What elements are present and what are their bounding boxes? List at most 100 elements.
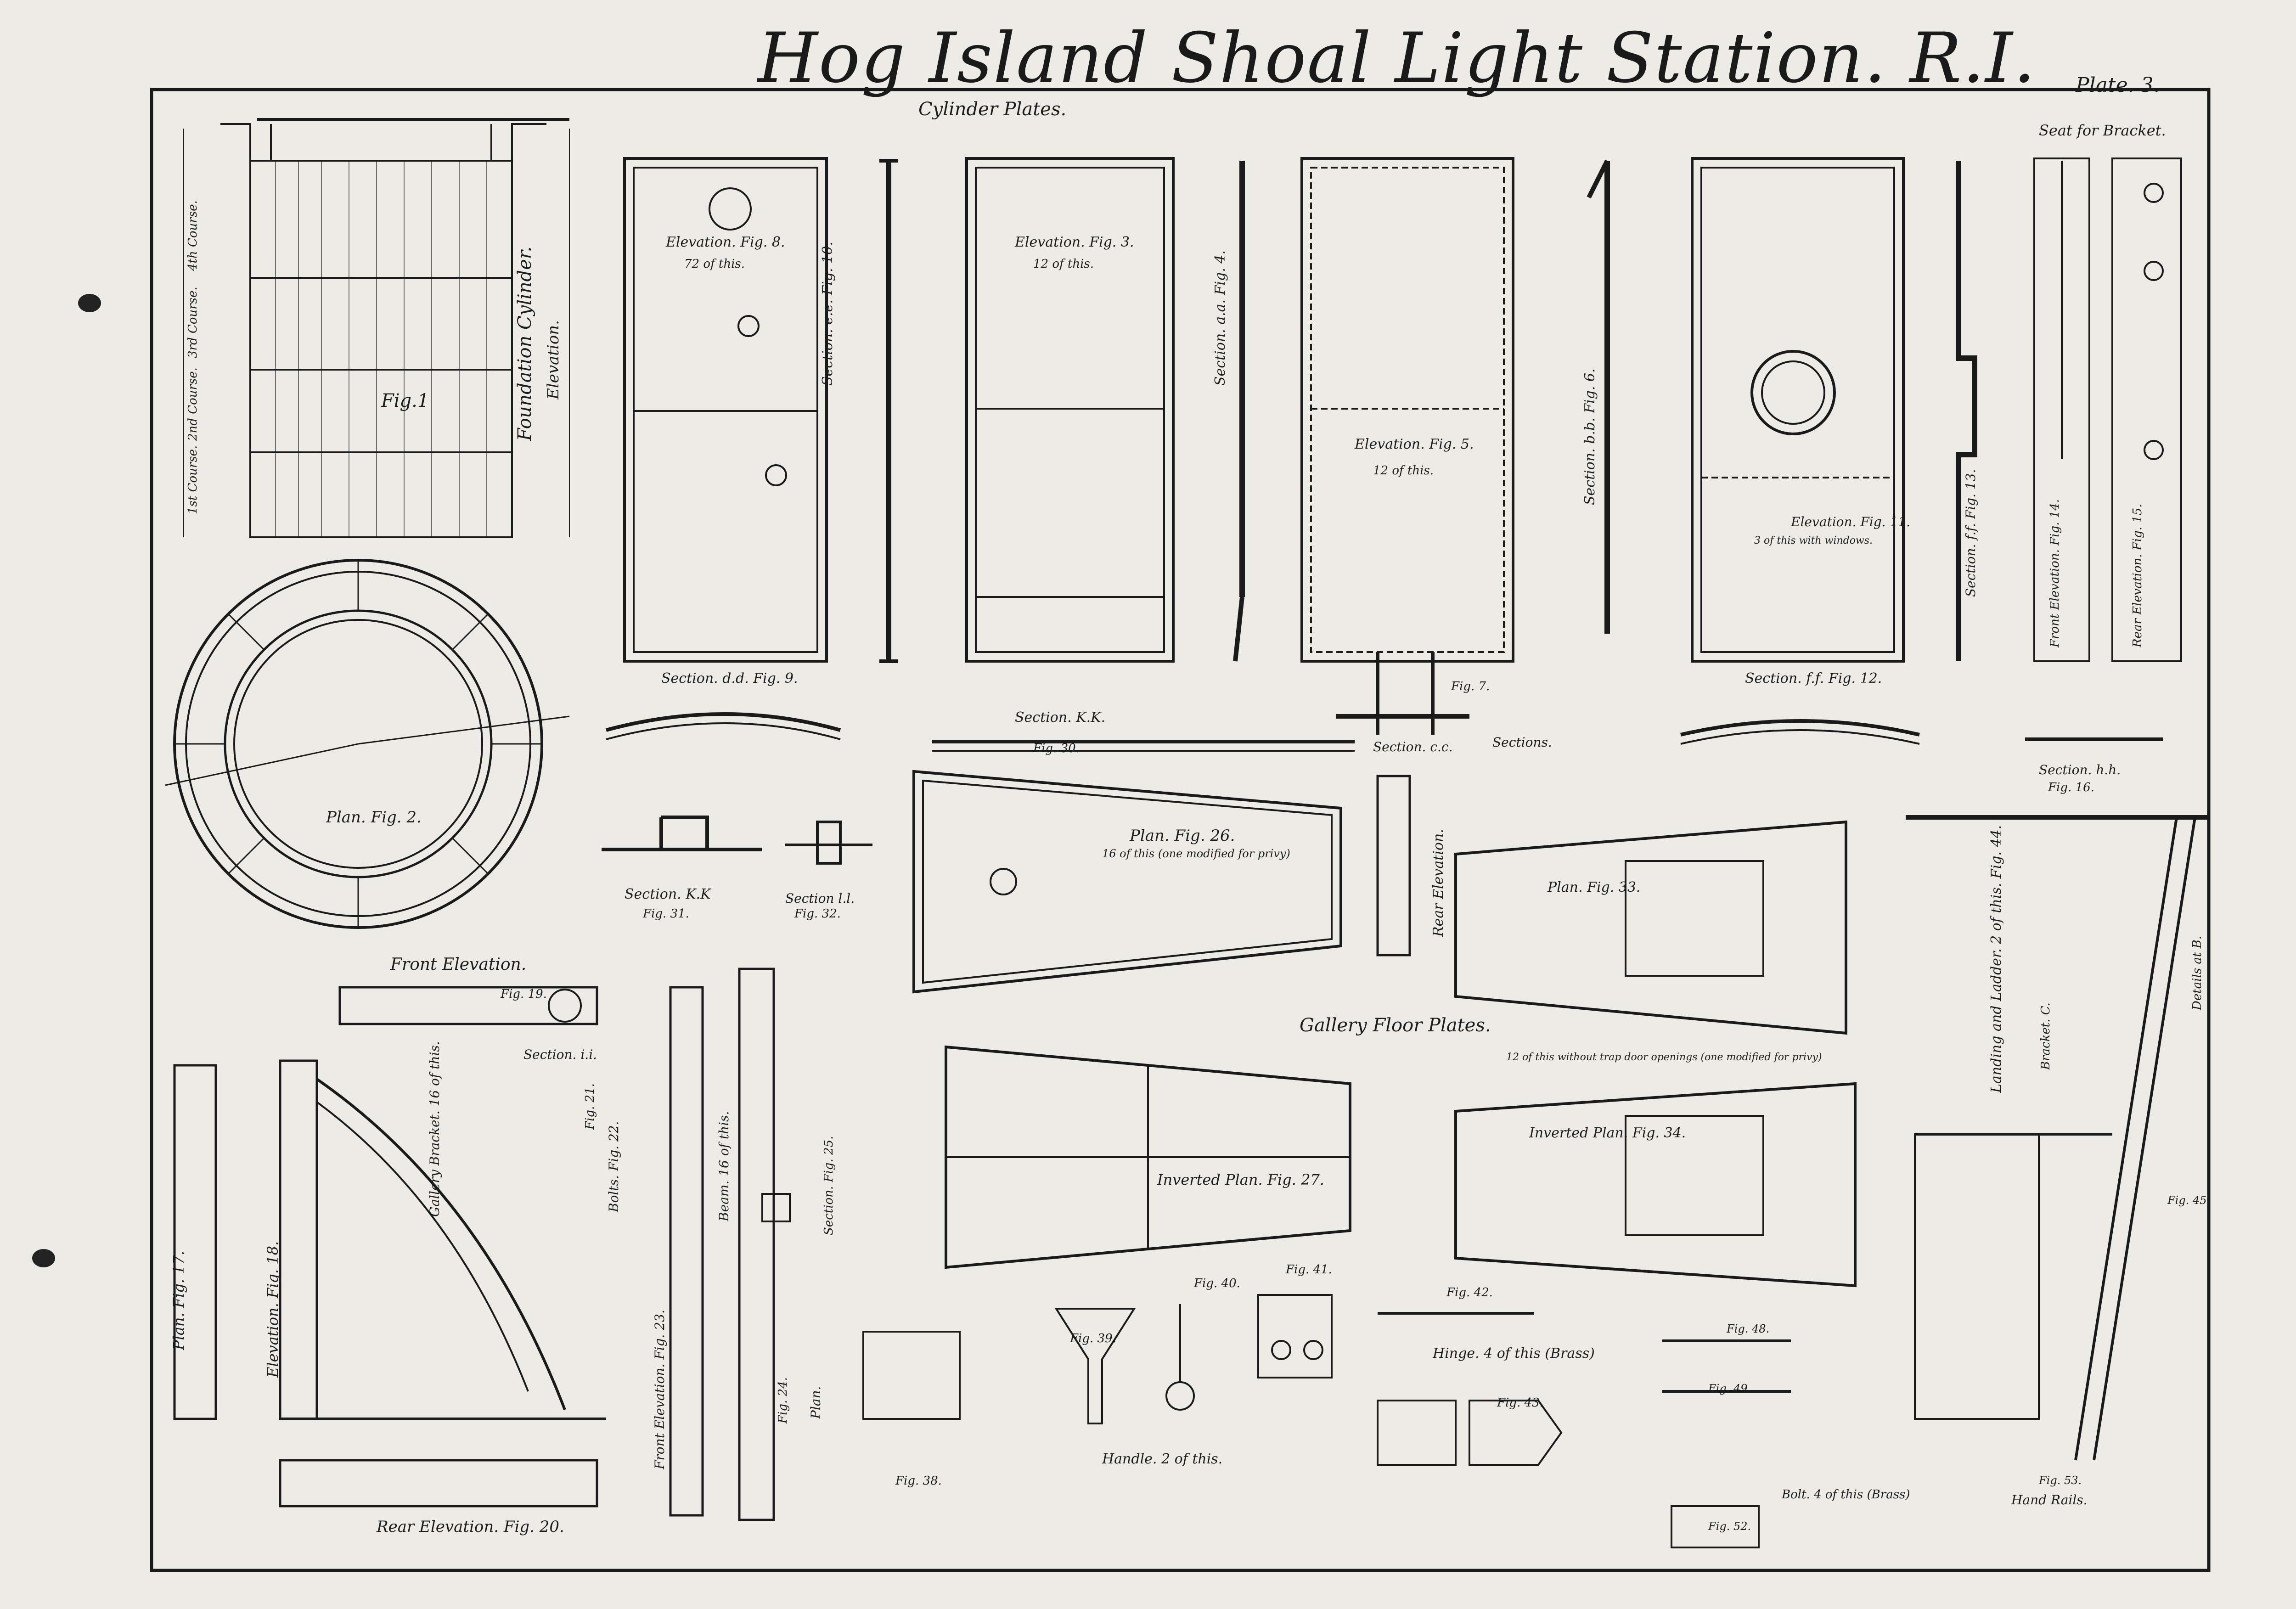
fig32-label: Fig. 32. <box>794 907 841 921</box>
plan-fig26-note: 16 of this (one modified for privy) <box>1102 847 1290 860</box>
elevation-fig18-label: Elevation. Fig. 18. <box>264 1241 281 1378</box>
elevation-fig11-note: 3 of this with windows. <box>1754 535 1873 546</box>
inverted-plan-fig34-label: Inverted Plan. Fig. 34. <box>1529 1125 1686 1141</box>
section-kk31-label: Section. K.K <box>625 886 711 902</box>
fig38-label: Fig. 38. <box>895 1474 942 1488</box>
plan-label: Plan. <box>808 1386 823 1419</box>
section-kk-label: Section. K.K. <box>1015 709 1106 726</box>
fig30-label: Fig. 30. <box>1033 742 1080 755</box>
elevation-fig8-note: 72 of this. <box>684 257 745 271</box>
foundation-elevation-label: Elevation. <box>544 320 563 399</box>
bolt-brass-label: Bolt. 4 of this (Brass) <box>1782 1488 1910 1502</box>
section-hh-label: Section. h.h. <box>2039 762 2121 777</box>
plan-fig2-label: Plan. Fig. 2. <box>326 808 422 827</box>
landing-and-ladder <box>1906 815 2209 1461</box>
section-ff-fig12-label: Section. f.f. Fig. 12. <box>1745 670 1882 686</box>
inverted-plan-fig27 <box>945 1045 1351 1269</box>
seat-for-bracket <box>2033 158 2182 662</box>
gallery-plan-fig33 <box>1454 820 1847 1035</box>
fig39-label: Fig. 39. <box>1070 1332 1116 1345</box>
fig7-label: Fig. 7. <box>1451 680 1490 693</box>
section-fig31 <box>602 816 762 851</box>
section-ff-fig13 <box>1956 161 1977 661</box>
course2-label: 2nd Course. <box>186 367 200 441</box>
hand-rails-label: Hand Rails. <box>2011 1492 2088 1508</box>
punch-hole <box>32 1249 55 1267</box>
elevation-fig5-note: 12 of this. <box>1373 464 1434 478</box>
hinge-label: Hinge. 4 of this (Brass) <box>1433 1345 1595 1361</box>
section-ee-fig10 <box>879 159 898 663</box>
section-aa-fig4 <box>1233 161 1245 662</box>
beam-label: Beam. 16 of this. <box>716 1111 732 1221</box>
fig16-label: Fig. 16. <box>2048 781 2094 794</box>
bracket-c-label: Bracket. C. <box>2039 1002 2053 1070</box>
cylinder-plate-fig11 <box>1691 157 1905 663</box>
rear-elevation-bar <box>1376 775 1411 956</box>
section-ff-fig12 <box>1680 719 1920 745</box>
elevation-fig5-label: Elevation. Fig. 5. <box>1355 436 1474 452</box>
foundation-label: Foundation Cylinder. <box>514 246 535 441</box>
section-ll-label: Section l.l. <box>785 891 855 906</box>
punch-hole <box>78 294 101 312</box>
fig40-label: Fig. 40. <box>1194 1277 1240 1290</box>
section-dd-label: Section. d.d. Fig. 9. <box>661 670 798 686</box>
fig24-label: Fig. 24. <box>776 1377 790 1423</box>
section-bb-fig6 <box>1587 159 1610 634</box>
fig31-label: Fig. 31. <box>643 907 689 921</box>
seat-for-bracket-heading: Seat for Bracket. <box>2039 122 2166 139</box>
inverted-plan-fig34 <box>1454 1082 1857 1288</box>
sections-label: Sections. <box>1492 735 1552 750</box>
plan-fig26-label: Plan. Fig. 26. <box>1130 827 1235 845</box>
cylinder-plate-fig5 <box>1300 157 1514 735</box>
fig52-label: Fig. 52. <box>1708 1520 1751 1533</box>
plate-number: Plate. 3. <box>2076 73 2160 97</box>
elevation-fig11-label: Elevation. Fig. 11. <box>1791 514 1911 529</box>
course3-label: 3rd Course. <box>186 287 200 358</box>
section-bb-label: Section. b.b. Fig. 6. <box>1582 368 1598 505</box>
cylinder-plates-heading: Cylinder Plates. <box>918 99 1067 120</box>
section-aa-label: Section. a.a. Fig. 4. <box>1212 250 1228 386</box>
elevation-fig8-label: Elevation. Fig. 8. <box>666 234 785 250</box>
fig43-label: Fig. 43. <box>1497 1396 1543 1410</box>
plan-fig17-label: Plan. Fig. 17. <box>170 1251 187 1350</box>
cylinder-plate-fig8 <box>623 157 828 663</box>
landing-ladder-label: Landing and Ladder. 2 of this. Fig. 44. <box>1988 825 2004 1093</box>
fig49-label: Fig. 49. <box>1708 1382 1751 1395</box>
sheet-number: 2505 <box>2287 10 2296 197</box>
fig42-label: Fig. 42. <box>1446 1286 1493 1300</box>
gallery-bracket <box>173 986 606 1508</box>
rear-elevation-label: Rear Elevation. <box>1430 829 1446 937</box>
inverted-plan-fig27-label: Inverted Plan. Fig. 27. <box>1157 1171 1324 1188</box>
rear-elevation-fig15-label: Rear Elevation. Fig. 15. <box>2131 504 2144 647</box>
front-elevation-fig14-label: Front Elevation. Fig. 14. <box>2048 499 2062 647</box>
section-kk-fig30 <box>932 740 1355 752</box>
fig1-label: Fig.1 <box>381 390 429 411</box>
fig21-label: Fig. 21. <box>583 1083 597 1130</box>
fig45-label: Fig. 45. <box>2167 1194 2211 1207</box>
plan-fig2 <box>165 559 570 929</box>
elevation-fig3-label: Elevation. Fig. 3. <box>1015 234 1134 250</box>
course4-label: 4th Course. <box>186 200 200 271</box>
small-parts <box>862 1294 1791 1548</box>
section-fig32 <box>785 821 872 865</box>
gallery-bracket-label: Gallery Bracket. 16 of this. <box>427 1041 442 1217</box>
elevation-fig3-note: 12 of this. <box>1033 257 1094 271</box>
fig53-label: Fig. 53. <box>2039 1474 2082 1487</box>
gallery-plan-fig26 <box>912 770 1342 994</box>
section-ii-label: Section. i.i. <box>523 1047 597 1062</box>
drawing-title: Hog Island Shoal Light Station. R.I. <box>758 18 2037 98</box>
rear-elevation-fig20-label: Rear Elevation. Fig. 20. <box>377 1518 564 1536</box>
section-cc-label: Section. c.c. <box>1373 739 1453 754</box>
section-dd-fig9 <box>605 712 841 740</box>
drawing-border <box>150 88 2211 1572</box>
details-at-b-label: Details at B. <box>2190 935 2204 1010</box>
cylinder-plate-fig3 <box>965 157 1175 663</box>
fig41-label: Fig. 41. <box>1286 1263 1332 1277</box>
fig25-label: Section. Fig. 25. <box>822 1136 836 1235</box>
course1-label: 1st Course. <box>186 445 200 514</box>
front-elevation-heading: Front Elevation. <box>390 955 527 974</box>
section-ee-label: Section. e.e. Fig. 10. <box>820 242 836 386</box>
fig48-label: Fig. 48. <box>1727 1322 1770 1335</box>
section-ff-label: Section. f.f. Fig. 13. <box>1963 469 1978 597</box>
